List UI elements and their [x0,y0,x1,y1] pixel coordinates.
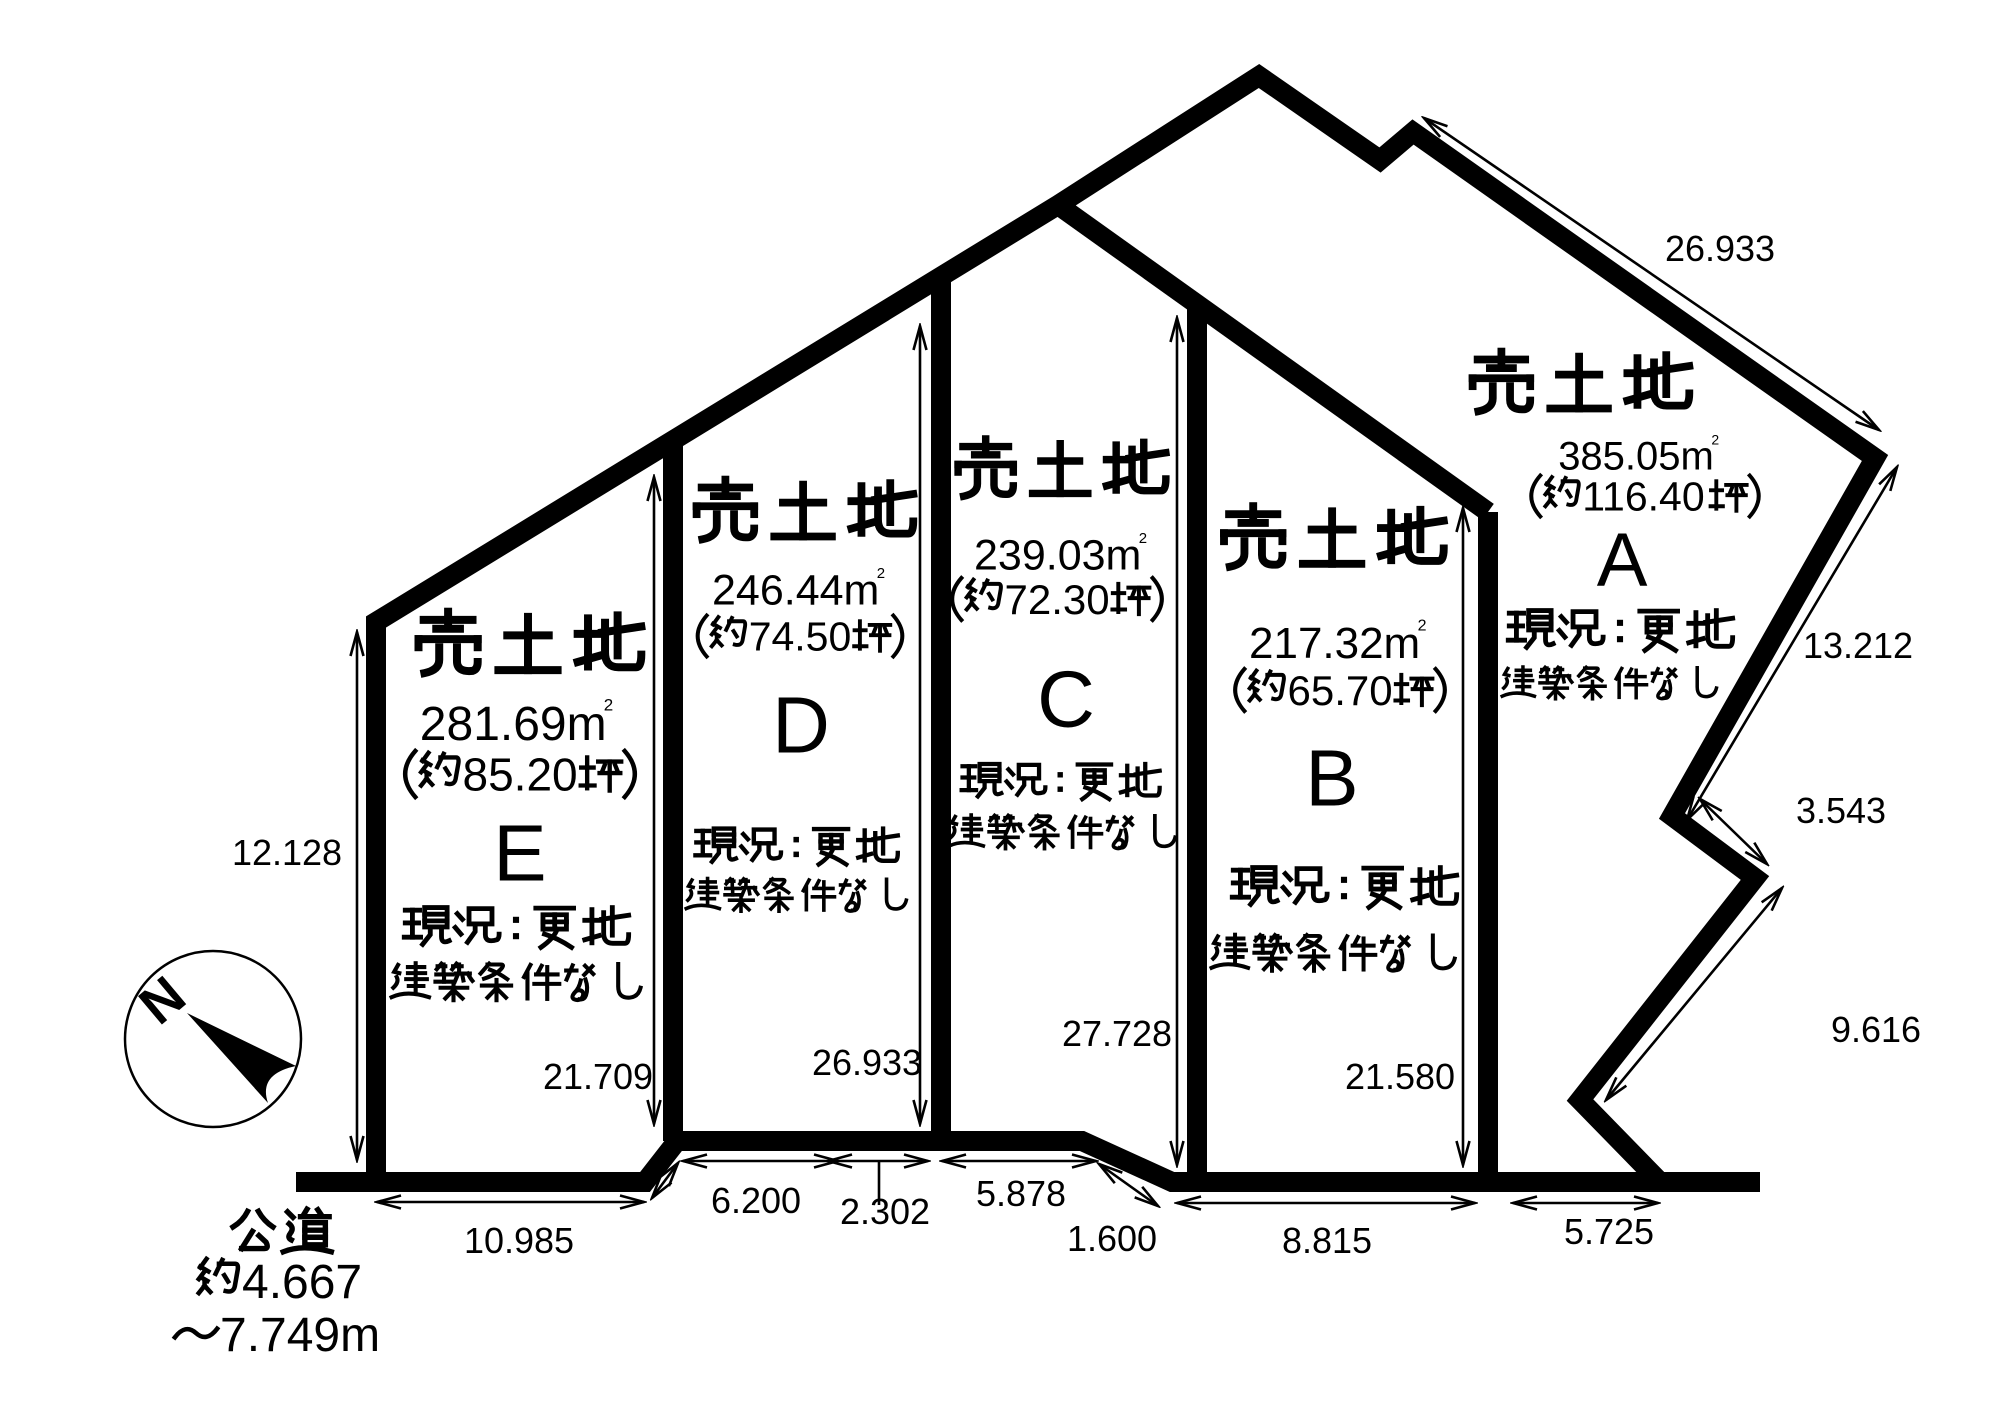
svg-text:116.40: 116.40 [1582,474,1704,520]
svg-text:7.749: 7.749 [220,1309,340,1362]
svg-text:72.30: 72.30 [1005,576,1110,623]
svg-text:A: A [1597,518,1648,603]
svg-text:21.709: 21.709 [543,1056,653,1097]
svg-text:385.05: 385.05 [1558,434,1680,478]
svg-text:65.70: 65.70 [1288,667,1393,714]
svg-text:9.616: 9.616 [1831,1009,1921,1050]
svg-text:27.728: 27.728 [1062,1013,1172,1054]
svg-text:26.933: 26.933 [812,1042,922,1083]
svg-text:3.543: 3.543 [1796,790,1886,831]
svg-text:13.212: 13.212 [1803,625,1913,666]
svg-text:26.933: 26.933 [1665,228,1775,269]
svg-text:D: D [772,681,830,770]
svg-text:m: m [1106,531,1142,579]
svg-text:N: N [128,965,196,1036]
svg-text:12.128: 12.128 [232,832,342,873]
svg-text:5.878: 5.878 [976,1173,1066,1214]
svg-text:2: 2 [1139,530,1147,547]
svg-text:21.580: 21.580 [1345,1056,1455,1097]
svg-text:m: m [567,698,607,751]
svg-text:m: m [844,566,880,614]
svg-text:m: m [1384,619,1421,668]
svg-text:2.302: 2.302 [840,1191,930,1232]
svg-text:6.200: 6.200 [711,1180,801,1221]
svg-text:E: E [493,809,546,898]
svg-text:246.44: 246.44 [712,566,844,614]
svg-text:5.725: 5.725 [1564,1211,1654,1252]
svg-text:4.667: 4.667 [242,1256,362,1309]
svg-text:m: m [340,1309,380,1362]
svg-text:B: B [1305,734,1358,823]
svg-text:217.32: 217.32 [1249,619,1384,668]
svg-text:8.815: 8.815 [1282,1220,1372,1261]
svg-text:2: 2 [1711,432,1719,448]
svg-text:85.20: 85.20 [463,749,578,801]
svg-text:m: m [1681,434,1714,478]
svg-text:2: 2 [1418,618,1427,635]
svg-text:1.600: 1.600 [1067,1218,1157,1259]
svg-text:10.985: 10.985 [464,1220,574,1261]
svg-text:281.69: 281.69 [420,698,567,751]
svg-text:74.50: 74.50 [749,614,852,660]
svg-text:C: C [1037,655,1095,744]
svg-text:2: 2 [877,565,885,582]
svg-text:239.03: 239.03 [974,531,1106,579]
svg-text:2: 2 [604,696,613,715]
